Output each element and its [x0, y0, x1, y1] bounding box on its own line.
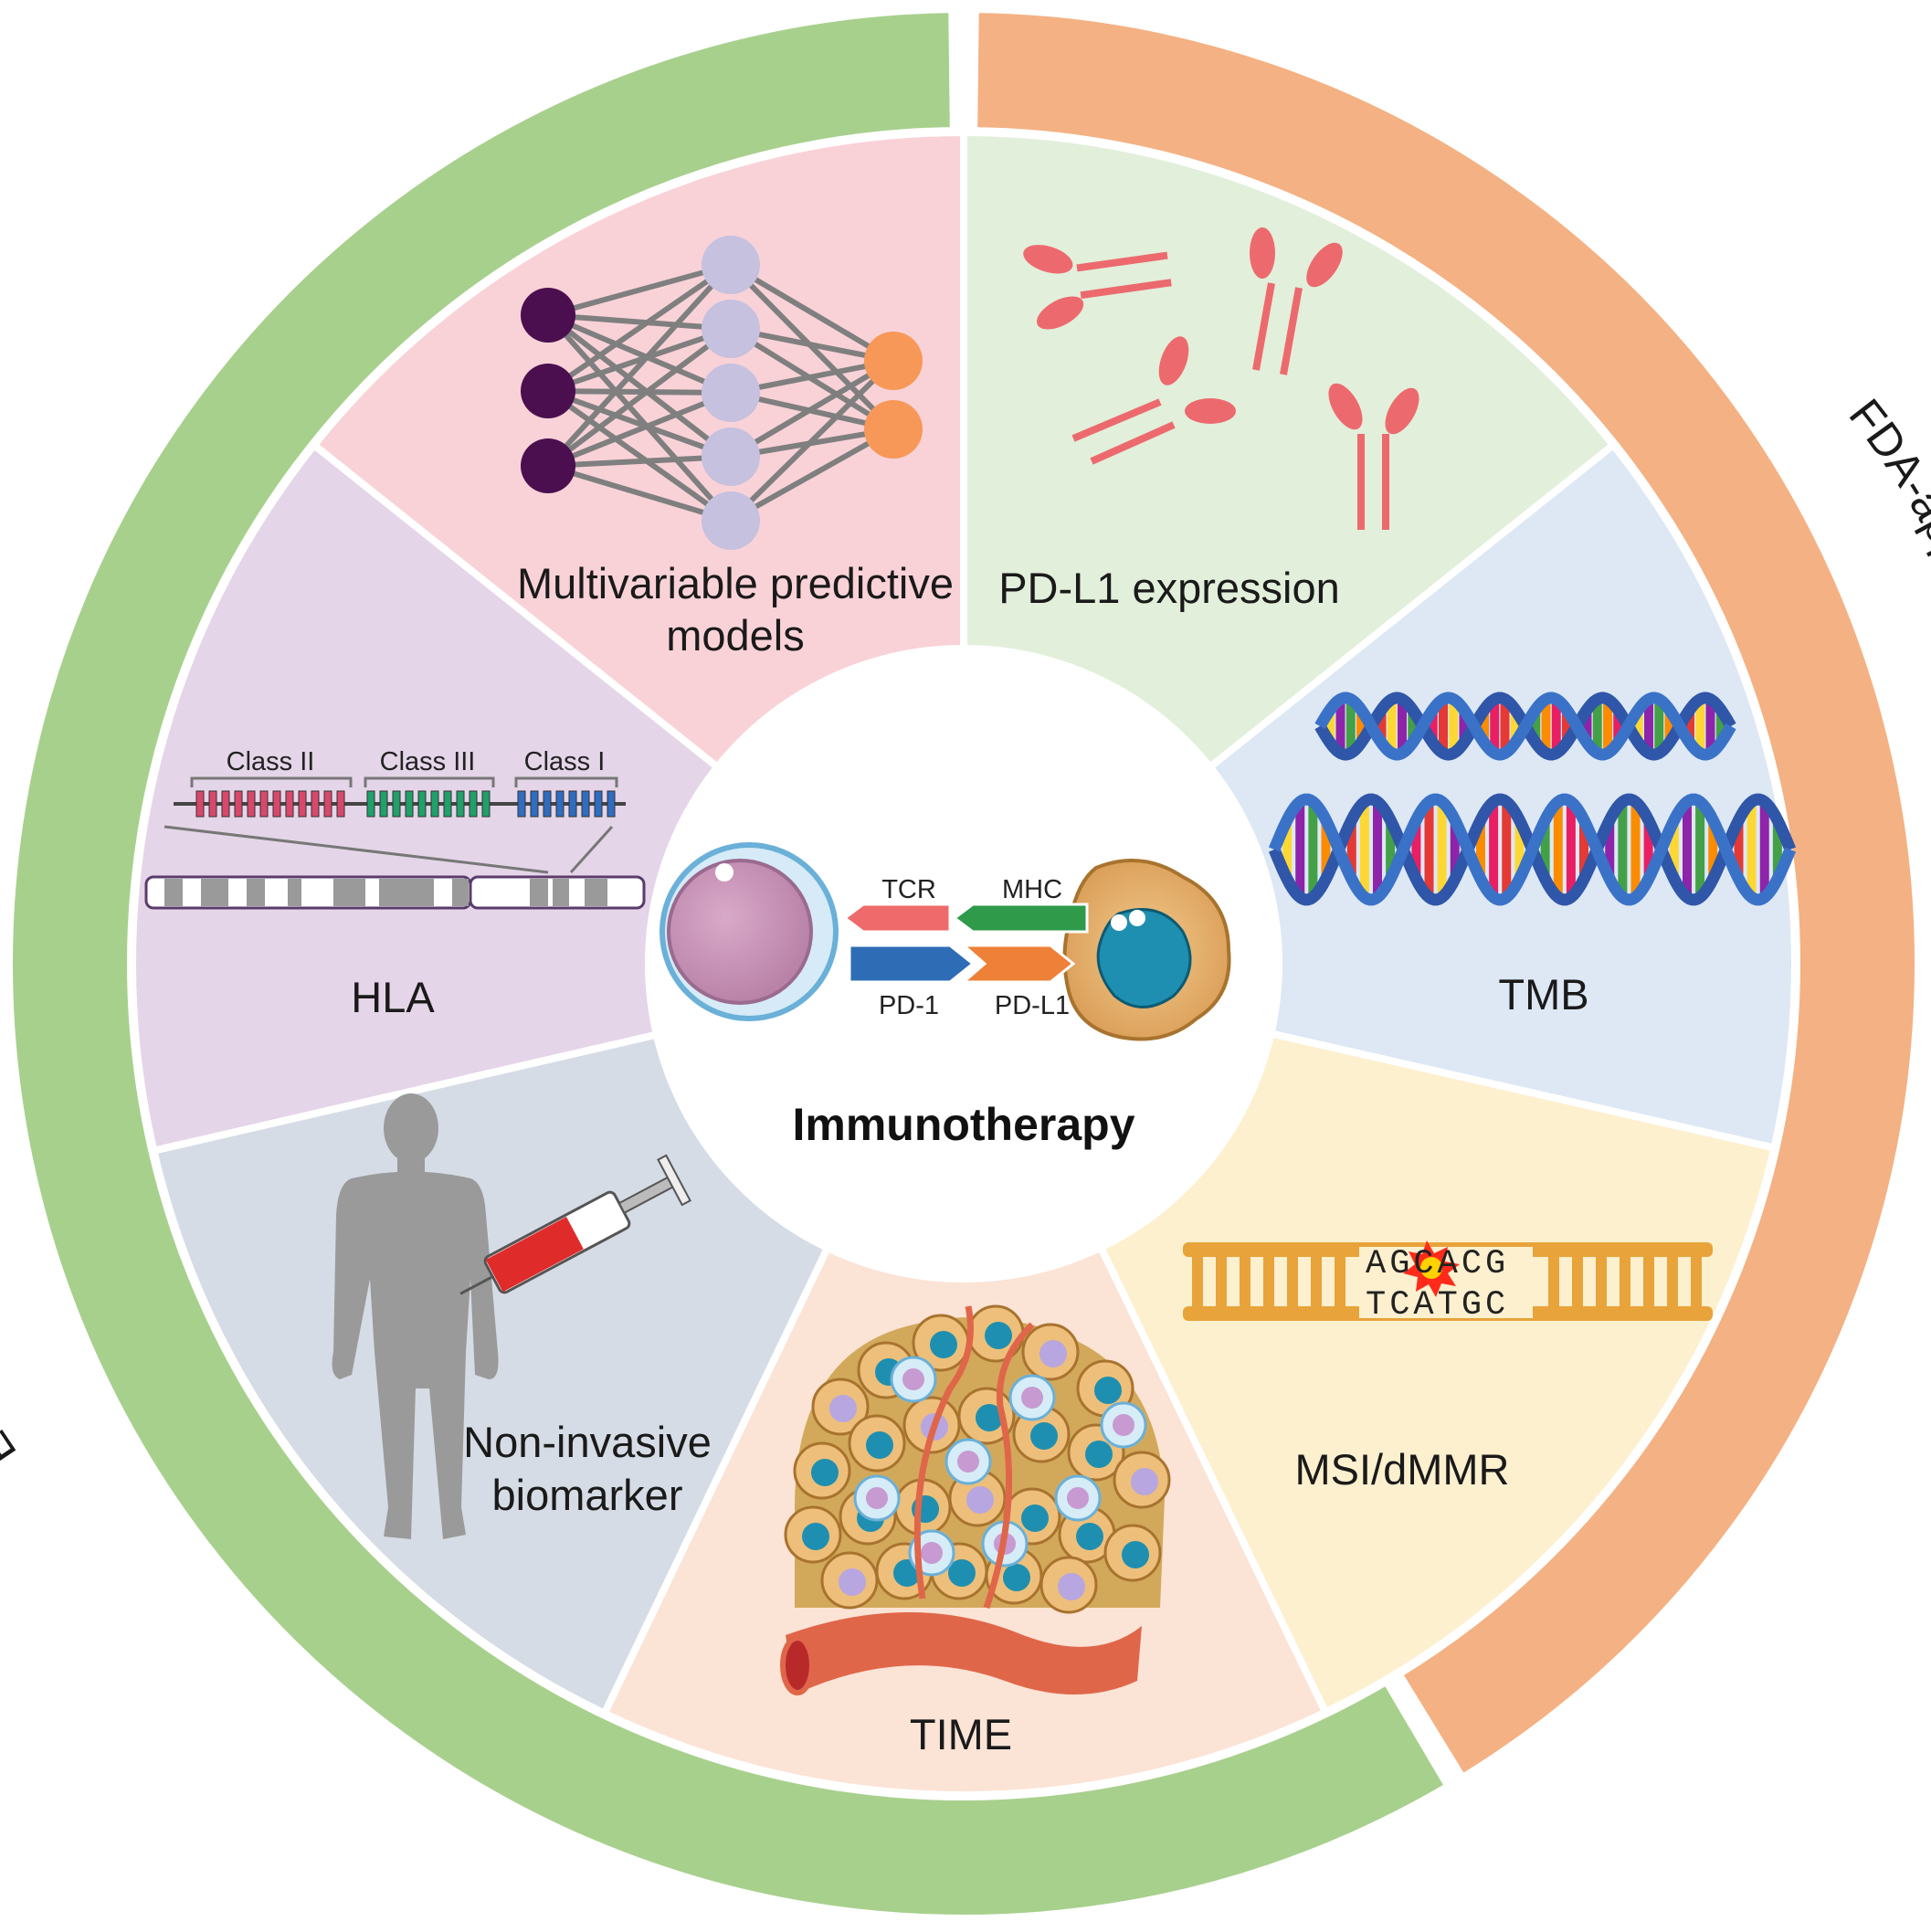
hla-label: HLA — [351, 973, 435, 1021]
dna-ladder-icon — [1183, 1240, 1713, 1321]
pdl1-center-label: PD-L1 — [995, 991, 1070, 1020]
center-title: Immunotherapy — [792, 1099, 1134, 1150]
neural-network-icon — [521, 236, 923, 550]
human-silhouette-icon — [332, 1093, 499, 1539]
antibody-icons — [1023, 227, 1419, 530]
multivariable-label-line2: models — [666, 611, 805, 660]
noninvasive-label-line1: Non-invasive — [463, 1418, 712, 1466]
dna-helix-icon — [1268, 793, 1797, 906]
multivariable-label-line1: Multivariable predictive — [517, 559, 954, 607]
tcr-arrow — [842, 903, 952, 934]
hla-class1-label: Class I — [524, 747, 606, 776]
t-cell-icon — [659, 842, 839, 1021]
hla-class2-label: Class II — [227, 747, 315, 776]
antibody-icon — [1023, 245, 1172, 330]
hla-gene-map-icon: Class II Class III Class I — [144, 747, 646, 910]
tumor-cell-icon — [1062, 859, 1231, 1041]
antibody-icon — [1071, 336, 1236, 465]
msi-label: MSI/dMMR — [1295, 1445, 1510, 1494]
syringe-icon — [459, 1154, 691, 1295]
time-label: TIME — [910, 1710, 1012, 1758]
hidden-nodes — [702, 236, 760, 550]
msi-seq-bottom: TCATGC — [1366, 1286, 1509, 1325]
tmb-label: TMB — [1498, 970, 1588, 1019]
pdl1-arrow — [959, 944, 1076, 984]
tcr-label: TCR — [881, 875, 936, 904]
receptor-arrows — [842, 903, 1089, 984]
output-nodes — [864, 332, 923, 459]
dna-helix-icons — [1268, 692, 1797, 906]
antibody-icon — [1250, 227, 1343, 375]
mutation-burst-icon — [1403, 1240, 1460, 1297]
noninvasive-label-line2: biomarker — [492, 1471, 683, 1519]
antibody-icon — [1328, 383, 1419, 530]
mhc-label: MHC — [1002, 875, 1062, 904]
mhc-arrow — [952, 903, 1089, 934]
dna-helix-icon — [1314, 692, 1736, 761]
pdl1-label: PD-L1 expression — [998, 564, 1340, 612]
hla-class3-label: Class III — [380, 747, 476, 776]
msi-seq-top: AGCACG — [1366, 1245, 1509, 1283]
pd1-label: PD-1 — [879, 991, 939, 1020]
input-nodes — [521, 288, 575, 493]
pd1-arrow — [848, 944, 976, 984]
tumor-microenvironment-icon — [780, 1304, 1171, 1695]
